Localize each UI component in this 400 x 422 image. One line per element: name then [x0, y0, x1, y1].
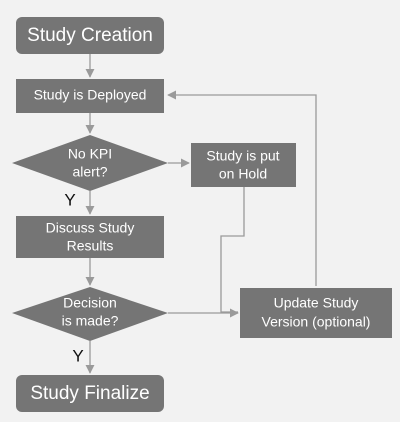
node-update-version: Update Study Version (optional)	[240, 288, 392, 338]
update-version-line-2: Version (optional)	[262, 314, 371, 330]
kpi-alert-line-2: alert?	[72, 164, 107, 180]
decision-made-line-1: Decision	[63, 295, 117, 311]
node-study-creation: Study Creation	[16, 17, 164, 54]
node-decision-made: Decision is made?	[12, 287, 168, 341]
node-discuss-results: Discuss Study Results	[16, 216, 164, 258]
study-creation-label: Study Creation	[27, 25, 153, 46]
discuss-results-line-2: Results	[67, 238, 114, 254]
put-on-hold-line-1: Study is put	[206, 148, 279, 164]
discuss-results-line-1: Discuss Study	[46, 220, 135, 236]
study-deployed-label: Study is Deployed	[34, 87, 147, 103]
node-study-deployed: Study is Deployed	[16, 79, 164, 113]
decision-made-line-2: is made?	[62, 313, 119, 329]
connectors	[85, 54, 317, 374]
update-version-line-1: Update Study	[274, 295, 359, 311]
kpi-alert-line-1: No KPI	[68, 146, 112, 162]
node-study-finalize: Study Finalize	[16, 375, 164, 412]
node-kpi-alert-decision: No KPI alert?	[12, 135, 168, 191]
put-on-hold-line-2: on Hold	[219, 166, 267, 182]
edge-hold-to-update	[220, 187, 245, 313]
edge-update-to-deployed	[167, 90, 317, 286]
study-finalize-label: Study Finalize	[30, 383, 149, 404]
node-put-on-hold: Study is put on Hold	[191, 143, 296, 187]
decision-yes-label: Y	[72, 346, 83, 365]
kpi-yes-label: Y	[64, 190, 75, 209]
